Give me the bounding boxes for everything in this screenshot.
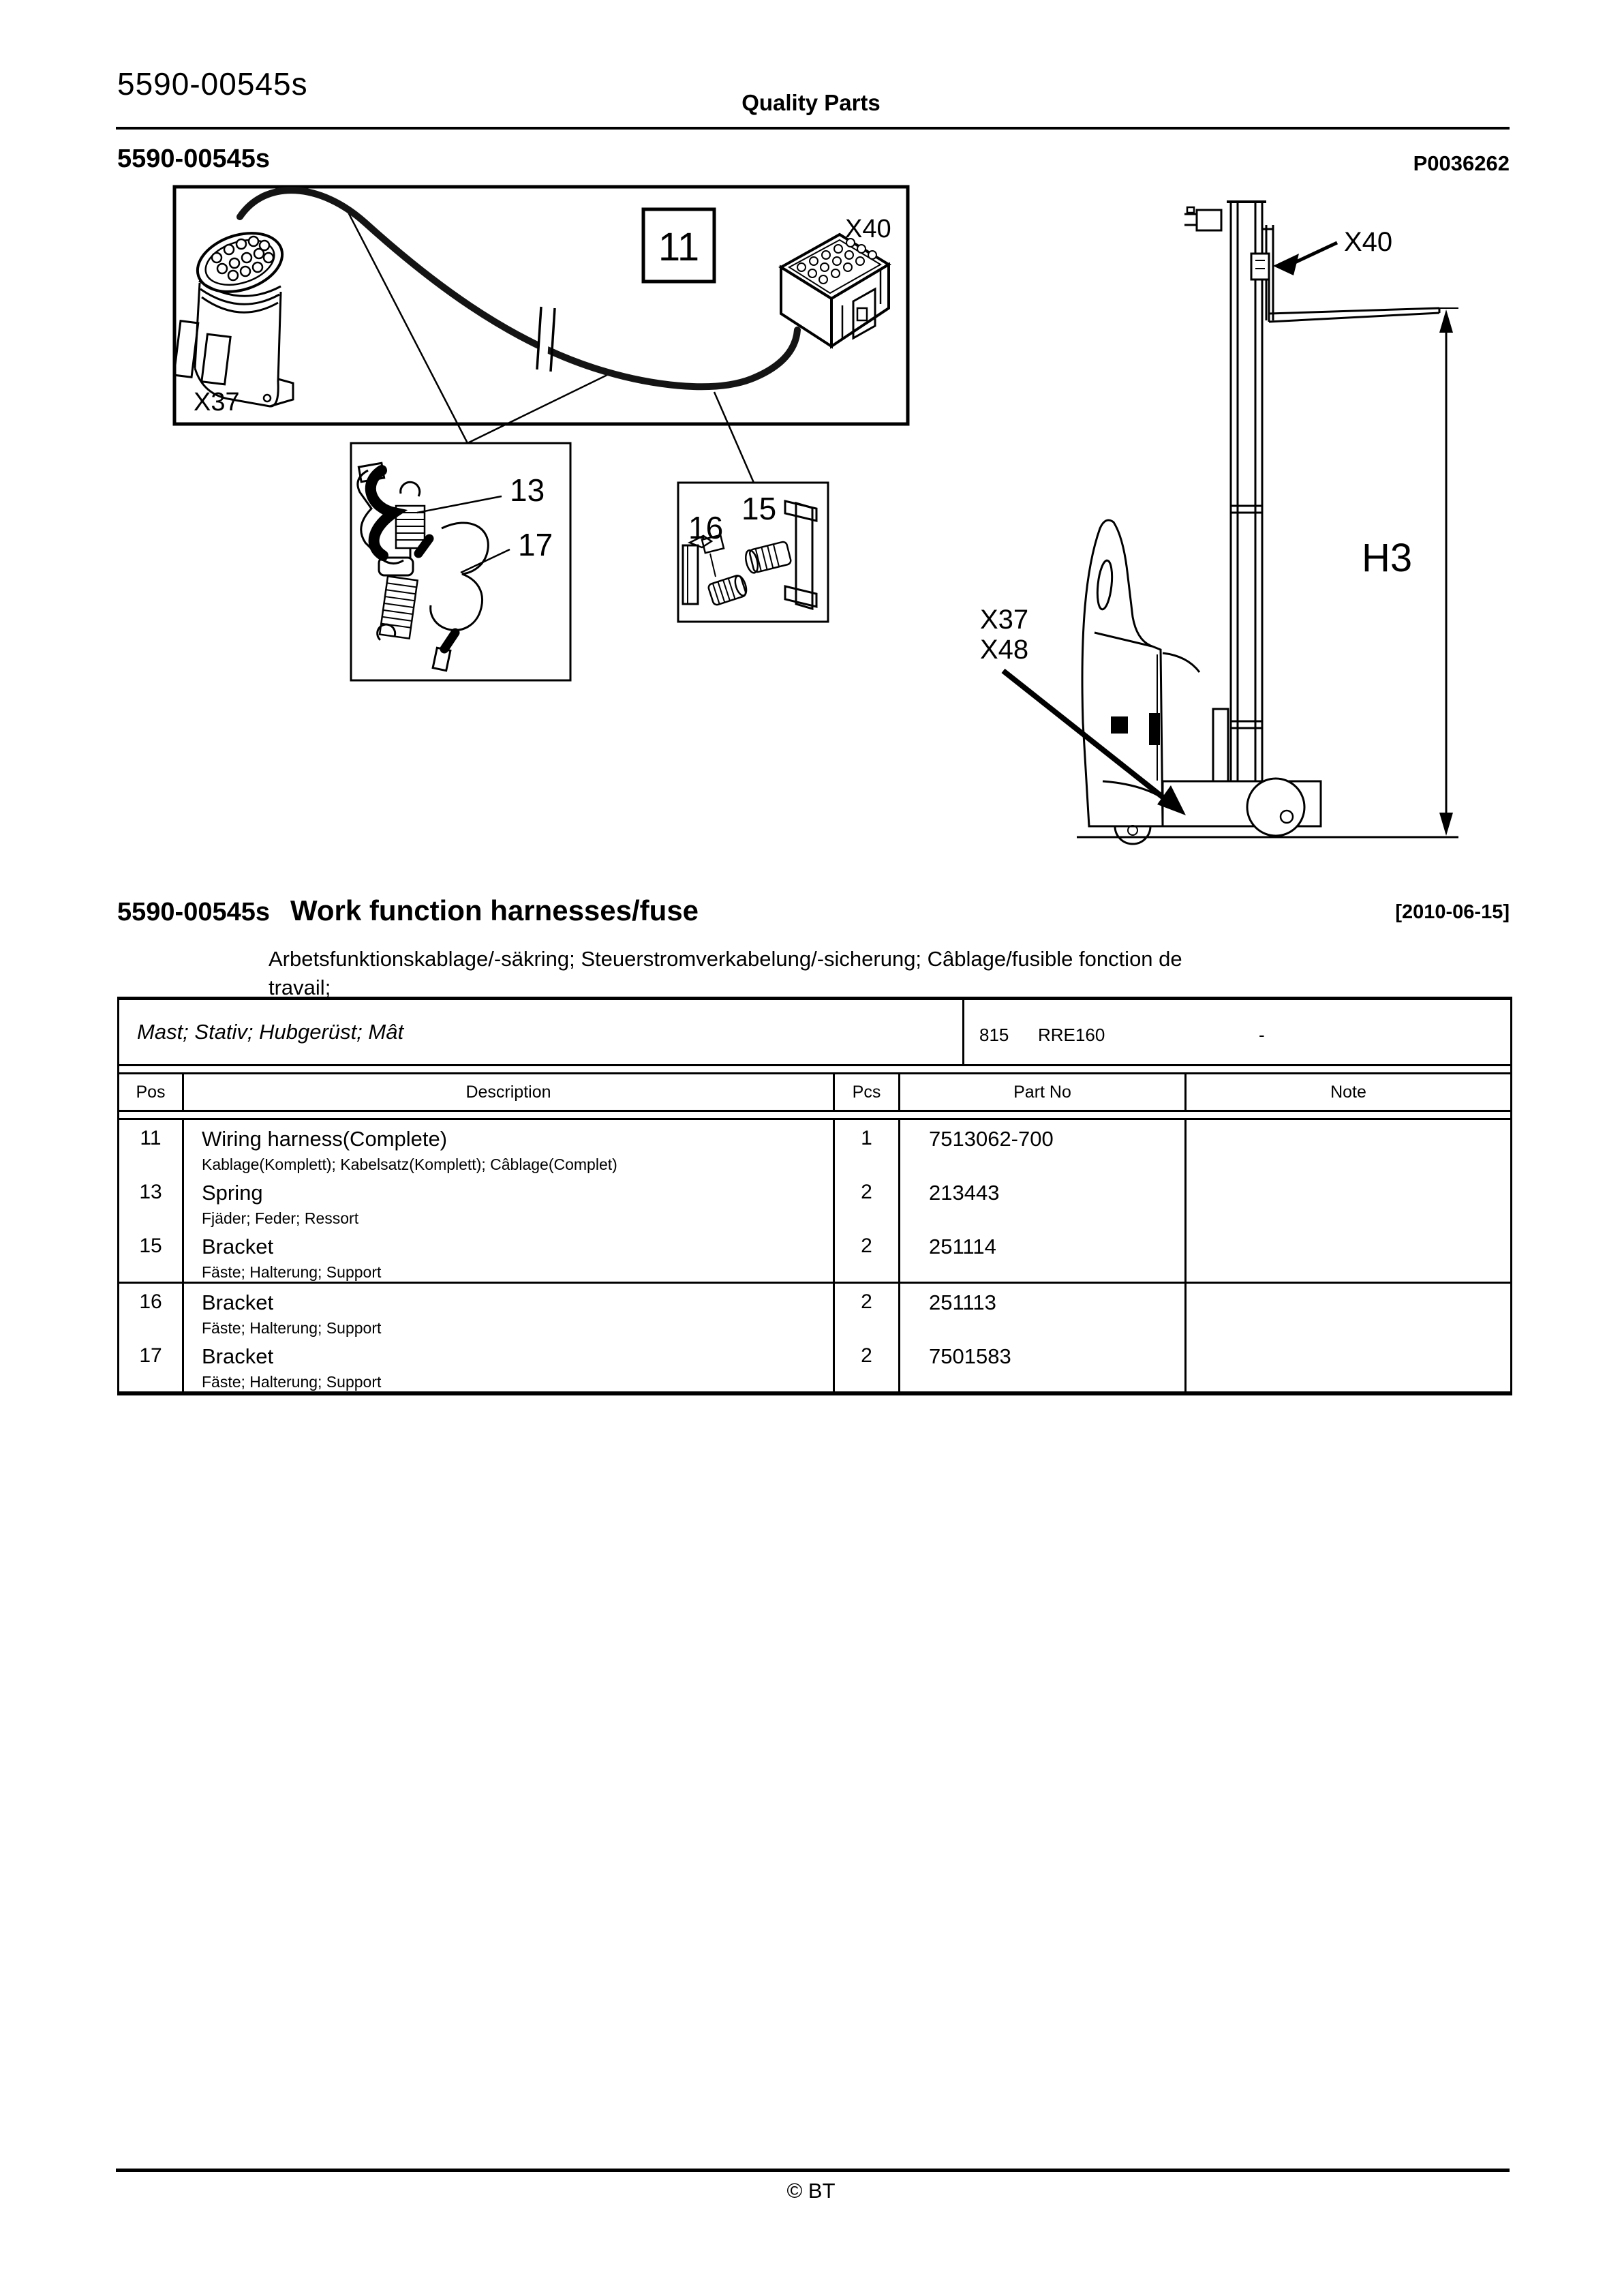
row-description-cell: Wiring harness(Complete) Kablage(Komplet…	[184, 1120, 835, 1174]
row-part-no: 251114	[900, 1228, 1187, 1282]
row-description: Bracket	[202, 1290, 274, 1314]
detail-box-13-17	[350, 442, 572, 682]
col-header-pcs: Pcs	[835, 1074, 900, 1110]
detail-label-15: 15	[741, 491, 776, 526]
footer-rule	[116, 2169, 1510, 2172]
serial-range: -	[1259, 1025, 1265, 1045]
leader-17	[460, 548, 510, 574]
detail-label-13: 13	[510, 472, 545, 508]
connector-x40-label: X40	[845, 215, 891, 243]
truck-connector-x37-label: X37	[980, 605, 1028, 635]
section-number: 5590-00545s	[117, 898, 270, 926]
col-header-pos: Pos	[119, 1074, 184, 1110]
row-note	[1187, 1228, 1510, 1282]
row-description-alt: Fjäder; Feder; Ressort	[202, 1209, 359, 1227]
brackets-drawing	[682, 500, 818, 610]
section-title: Work function harnesses/fuse	[290, 894, 699, 926]
row-note	[1187, 1338, 1510, 1391]
model-code: 815	[979, 1025, 1009, 1045]
row-note	[1187, 1284, 1510, 1338]
row-pcs: 2	[835, 1338, 900, 1391]
row-pos: 11	[119, 1120, 184, 1174]
connector-x37-label: X37	[194, 388, 240, 417]
row-pos: 15	[119, 1228, 184, 1282]
table-row: 11 Wiring harness(Complete) Kablage(Komp…	[119, 1120, 1510, 1174]
row-description-alt: Fäste; Halterung; Support	[202, 1319, 382, 1337]
table-row: 16 Bracket Fäste; Halterung; Support 2 2…	[119, 1282, 1510, 1338]
row-description: Bracket	[202, 1344, 274, 1368]
section-doc-number: 5590-00545s	[117, 145, 270, 173]
row-description-cell: Bracket Fäste; Halterung; Support	[184, 1284, 835, 1338]
exploded-view-figure: X37 X40 11	[172, 185, 1458, 845]
page-header-title: Quality Parts	[741, 90, 881, 115]
plate-reference: P0036262	[1413, 151, 1510, 175]
table-row: 17 Bracket Fäste; Halterung; Support 2 7…	[119, 1338, 1510, 1391]
row-part-no: 7501583	[900, 1338, 1187, 1391]
leader-13	[416, 495, 502, 514]
row-description-alt: Kablage(Komplett); Kabelsatz(Komplett); …	[202, 1155, 617, 1173]
row-note	[1187, 1120, 1510, 1174]
row-description-alt: Fäste; Halterung; Support	[202, 1263, 382, 1281]
row-pcs: 2	[835, 1228, 900, 1282]
parts-table: Mast; Stativ; Hubgerüst; Mât 815 RRE160 …	[117, 997, 1512, 1395]
detail-label-16: 16	[688, 510, 723, 545]
item-11-callout-label: 11	[658, 225, 699, 269]
col-header-description: Description	[184, 1074, 835, 1110]
detail-box-15-16	[677, 481, 829, 623]
row-description-cell: Spring Fjäder; Feder; Ressort	[184, 1174, 835, 1228]
row-pos: 13	[119, 1174, 184, 1228]
section-subtitle: Arbetsfunktionskablage/-säkring; Steuers…	[269, 945, 1427, 1002]
spring-and-bracket-drawing	[356, 462, 489, 672]
header-rule	[116, 127, 1510, 130]
row-description: Bracket	[202, 1235, 274, 1258]
assembly-name: Mast; Stativ; Hubgerüst; Mât	[119, 1000, 964, 1064]
row-part-no: 251113	[900, 1284, 1187, 1338]
row-description-cell: Bracket Fäste; Halterung; Support	[184, 1228, 835, 1282]
connector-x40-drawing	[778, 232, 891, 349]
truck-connector-x40-label: X40	[1344, 227, 1392, 257]
connector-x37-drawing	[172, 232, 294, 408]
col-header-note: Note	[1330, 1082, 1366, 1102]
table-row: 13 Spring Fjäder; Feder; Ressort 2 21344…	[119, 1174, 1510, 1228]
dimension-h3-label: H3	[1362, 536, 1412, 580]
truck-connector-x48-label: X48	[980, 635, 1028, 665]
leader-lines	[343, 204, 755, 483]
section-date: [2010-06-15]	[1395, 901, 1510, 923]
section-subtitle-line1: Arbetsfunktionskablage/-säkring; Steuers…	[269, 947, 1182, 971]
page-header-doc-number: 5590-00545s	[117, 66, 308, 102]
row-pcs: 2	[835, 1174, 900, 1228]
row-note	[1187, 1174, 1510, 1228]
detail-label-17: 17	[518, 527, 553, 562]
cable-break-mark	[536, 306, 556, 372]
footer-copyright: © BT	[786, 2179, 836, 2203]
row-pcs: 2	[835, 1284, 900, 1338]
row-pcs: 1	[835, 1120, 900, 1174]
row-pos: 16	[119, 1284, 184, 1338]
table-group-header: Mast; Stativ; Hubgerüst; Mât 815 RRE160 …	[119, 1000, 1510, 1066]
double-rule	[119, 1066, 1510, 1074]
row-description-cell: Bracket Fäste; Halterung; Support	[184, 1338, 835, 1391]
reach-truck-drawing	[1001, 200, 1458, 845]
table-column-headers: Pos Description Pcs Part No Note	[119, 1074, 1510, 1112]
col-header-part-no: Part No	[900, 1074, 1187, 1110]
row-pos: 17	[119, 1338, 184, 1391]
row-part-no: 7513062-700	[900, 1120, 1187, 1174]
double-rule	[119, 1112, 1510, 1120]
row-description: Spring	[202, 1181, 263, 1205]
row-description-alt: Fäste; Halterung; Support	[202, 1373, 382, 1391]
model-name: RRE160	[1038, 1025, 1105, 1045]
section-subtitle-line2: travail;	[269, 976, 331, 999]
model-cell: 815 RRE160 -	[964, 1000, 1510, 1064]
table-row: 15 Bracket Fäste; Halterung; Support 2 2…	[119, 1228, 1510, 1282]
harness-figure-frame	[172, 185, 910, 426]
row-description: Wiring harness(Complete)	[202, 1127, 448, 1151]
item-11-callout-box	[641, 207, 716, 284]
row-part-no: 213443	[900, 1174, 1187, 1228]
